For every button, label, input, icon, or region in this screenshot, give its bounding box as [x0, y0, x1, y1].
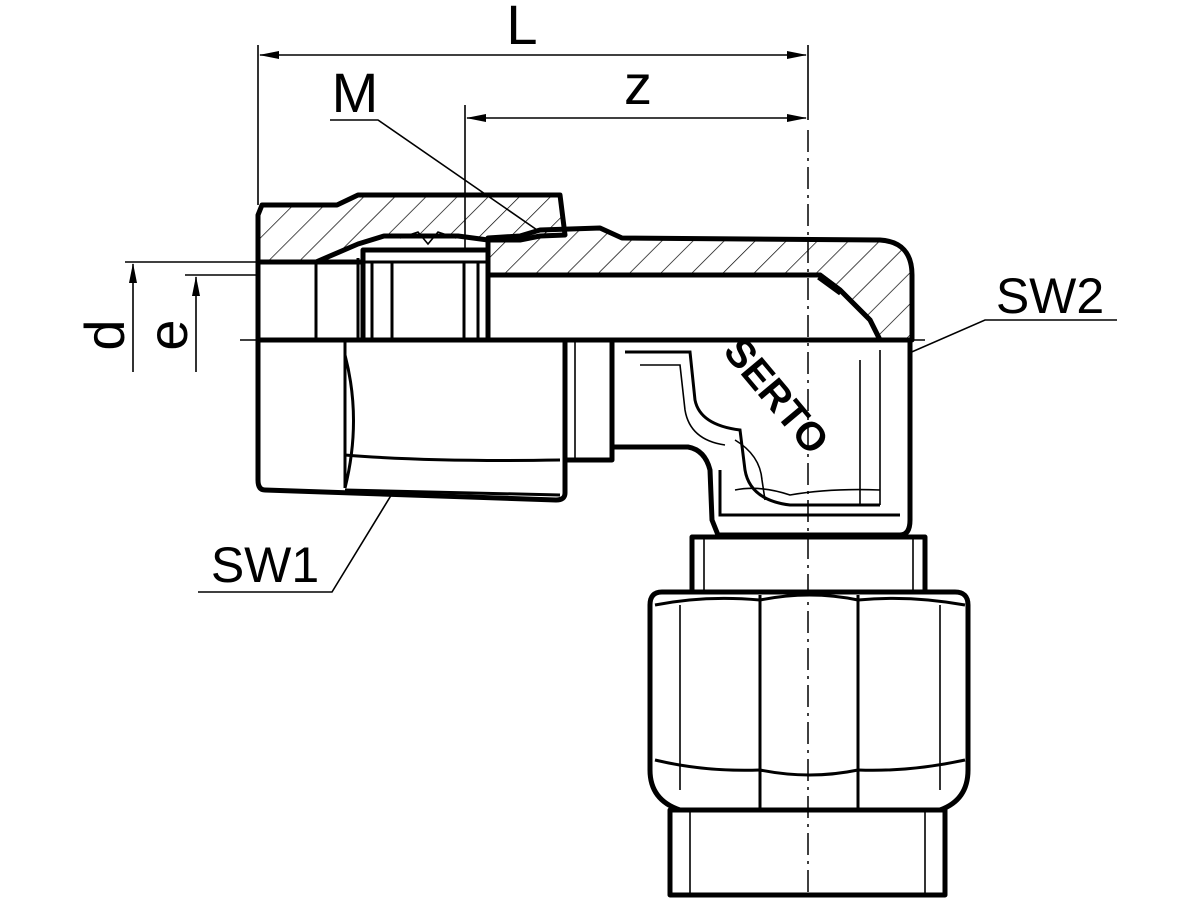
label-SW1: SW1: [211, 537, 319, 593]
union-nut-bottom: [647, 589, 971, 813]
center-lines: [240, 130, 925, 898]
elbow-body-section: [485, 225, 915, 343]
tube-left: [255, 247, 491, 343]
label-SW2: SW2: [996, 268, 1104, 324]
elbow-body: SERTO: [609, 330, 913, 538]
label-e: e: [136, 319, 199, 350]
label-M: M: [332, 61, 379, 124]
ferrule: [360, 247, 491, 343]
union-nut-left: [255, 192, 615, 503]
label-L: L: [506, 0, 537, 56]
label-d: d: [73, 319, 136, 350]
label-z: z: [624, 53, 652, 116]
bottom-connection: [647, 534, 971, 898]
